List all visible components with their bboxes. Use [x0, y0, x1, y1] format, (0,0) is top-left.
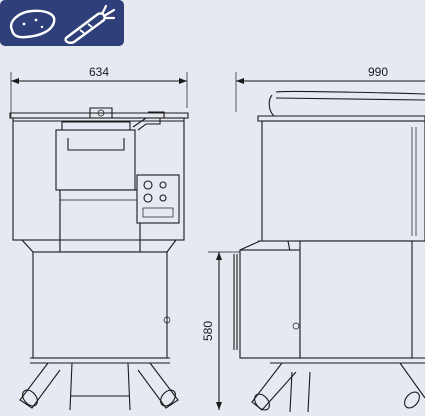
front-chute — [55, 121, 141, 253]
height-dimension-label: 580 — [201, 321, 215, 341]
vegetable-badge — [0, 0, 124, 46]
front-legs — [19, 362, 179, 411]
height-dimension: 580 — [201, 251, 240, 410]
side-legs — [251, 362, 425, 413]
front-lower-cabinet — [32, 251, 168, 359]
side-view: 990 — [201, 65, 425, 413]
front-control-panel — [136, 174, 180, 224]
potato-icon — [9, 9, 56, 39]
side-upper-housing — [261, 120, 425, 242]
front-view: 634 — [9, 65, 189, 411]
width-dimension-label: 634 — [89, 65, 109, 79]
depth-dimension-label: 990 — [368, 65, 388, 79]
depth-dimension: 990 — [235, 65, 425, 112]
carrot-icon — [64, 4, 116, 44]
side-lower-cabinet — [239, 249, 301, 359]
width-dimension: 634 — [10, 65, 188, 118]
